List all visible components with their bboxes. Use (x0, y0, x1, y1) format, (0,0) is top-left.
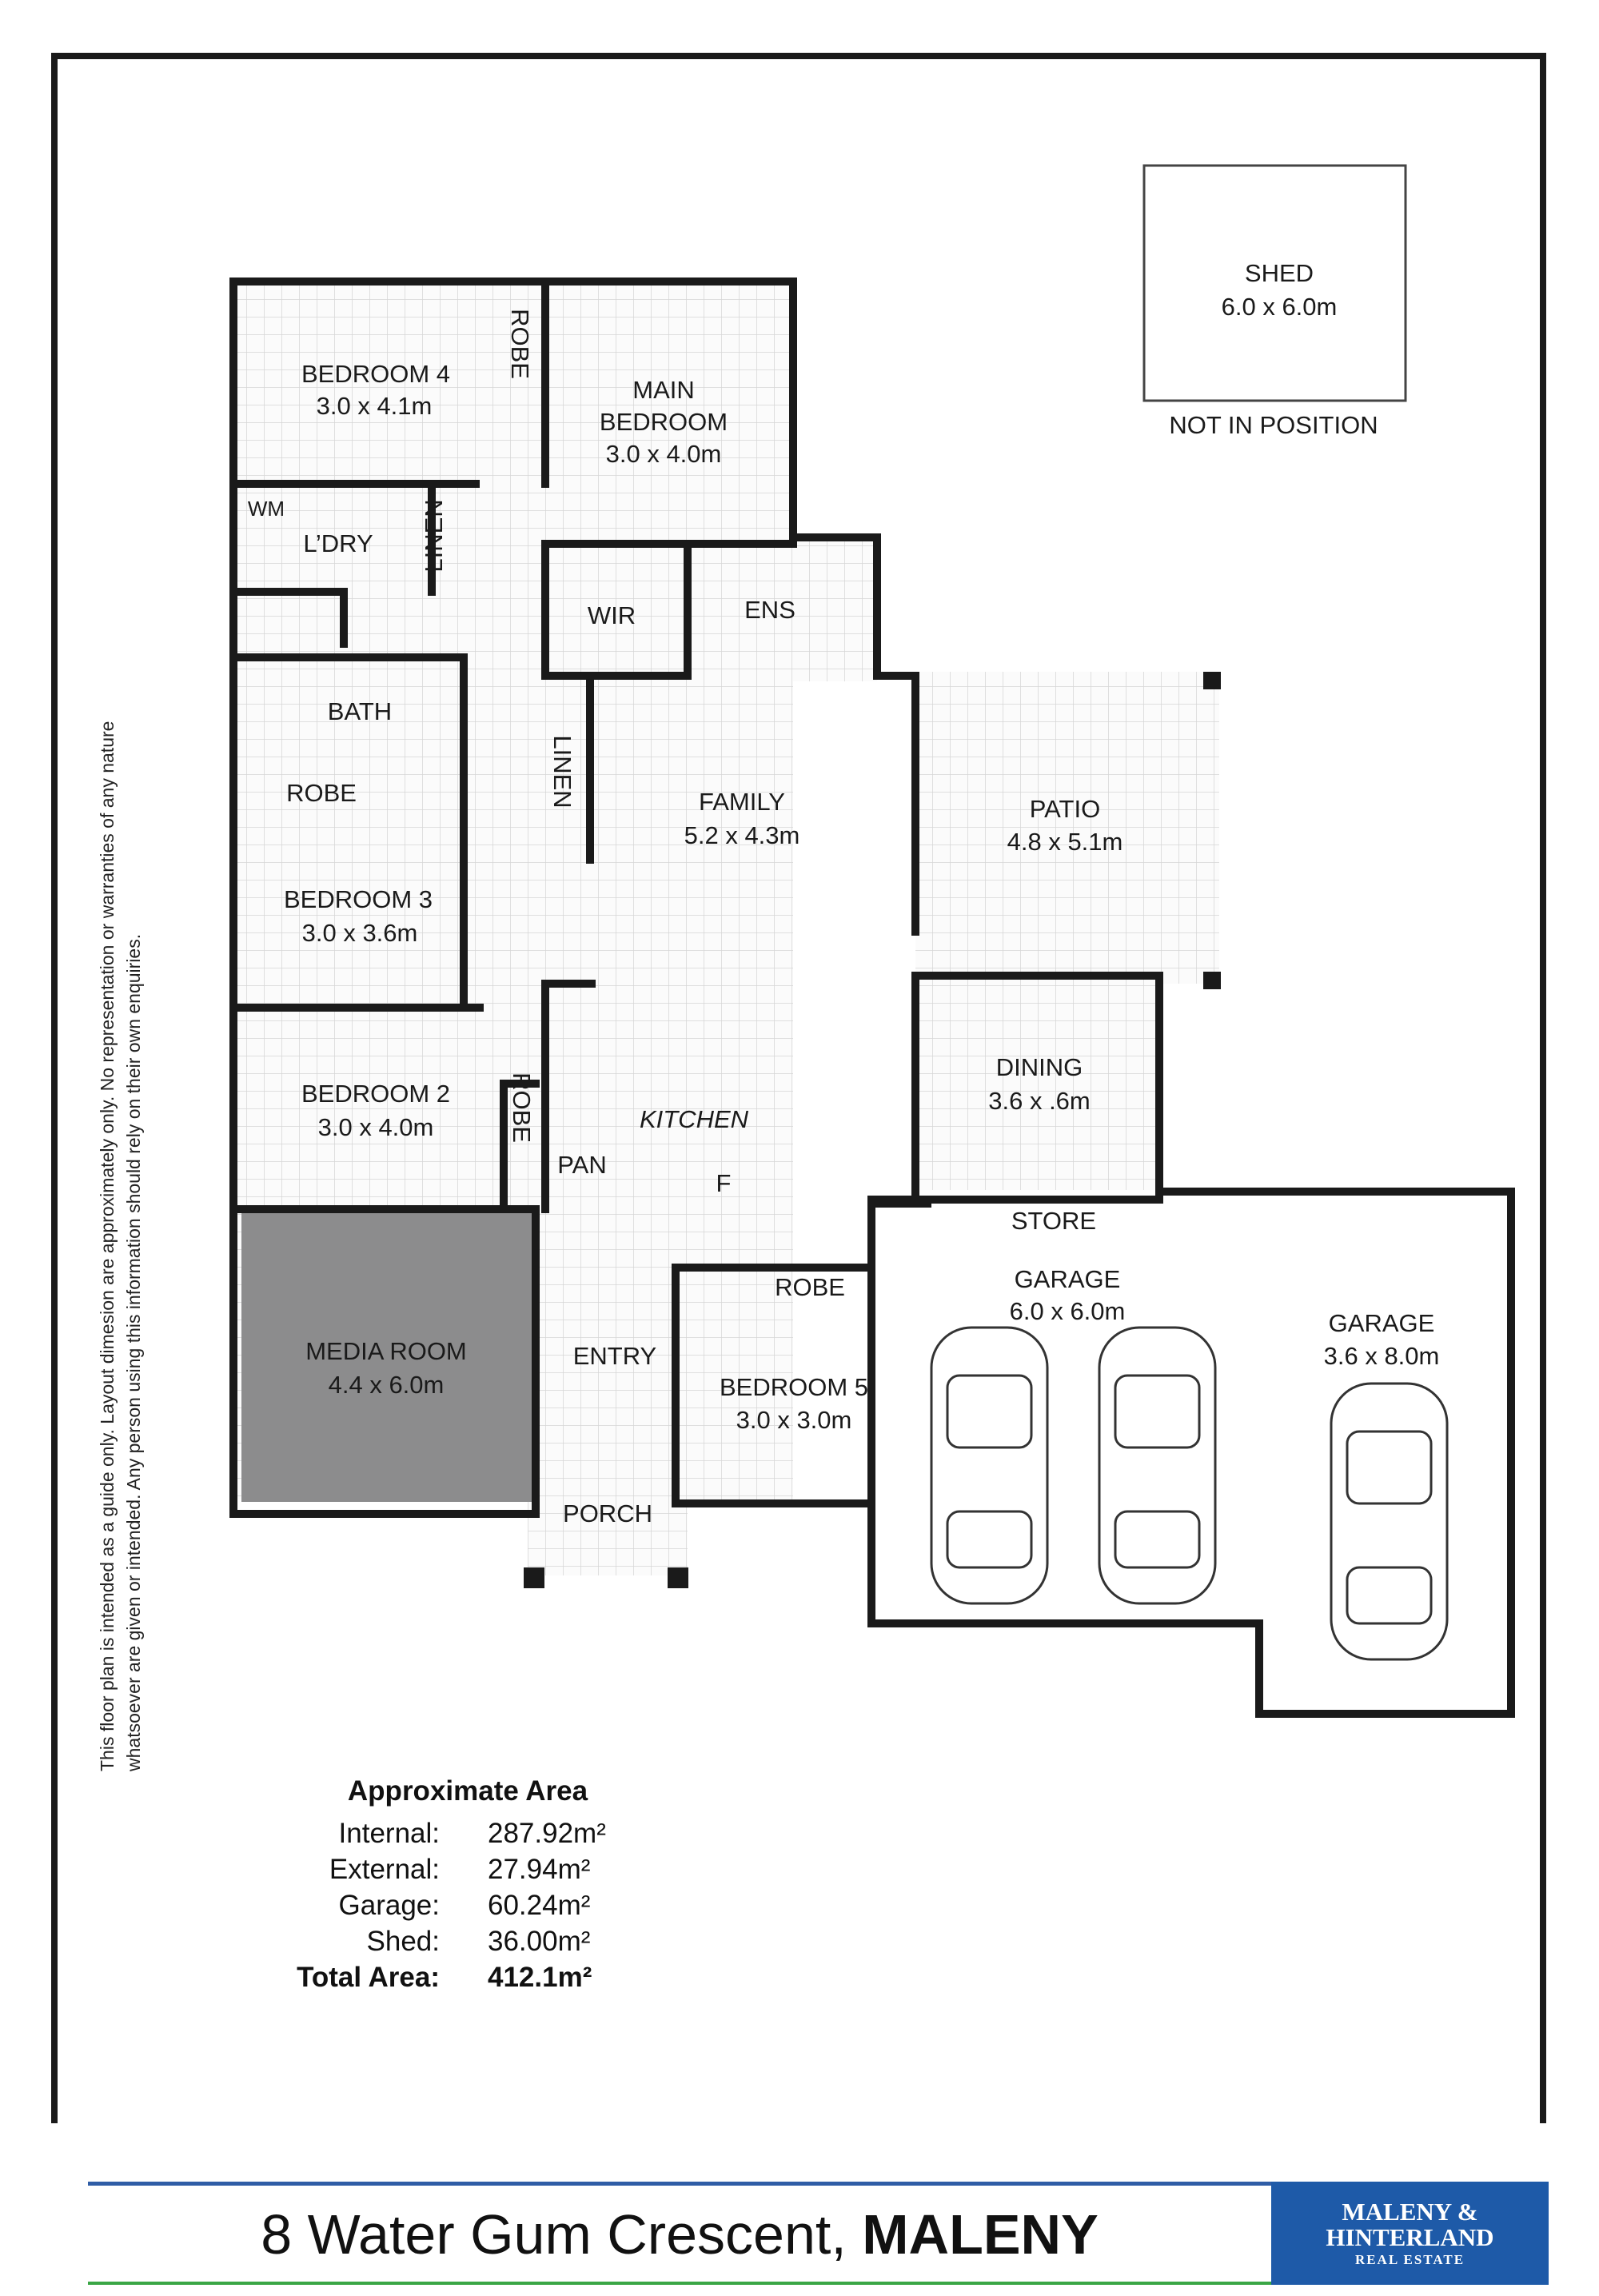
total-label: Total Area: (297, 1961, 440, 1993)
linen-left: LINEN (420, 499, 448, 572)
wir-name: WIR (588, 601, 636, 629)
linen-center: LINEN (548, 735, 576, 808)
robe-bed5: ROBE (775, 1273, 845, 1301)
area-value: 287.92m² (488, 1817, 606, 1849)
ens-name: ENS (744, 596, 796, 624)
garage1-size: 6.0 x 6.0m (1010, 1297, 1126, 1325)
area-row-external: External: 27.94m² (272, 1851, 616, 1887)
area-row-shed: Shed: 36.00m² (272, 1923, 616, 1959)
robe-bed2: ROBE (508, 1072, 536, 1143)
area-row-garage: Garage: 60.24m² (272, 1887, 616, 1923)
family-name: FAMILY (699, 788, 785, 816)
porch-posts (524, 672, 1221, 1588)
garage2-name: GARAGE (1329, 1309, 1435, 1337)
logo-line2: HINTERLAND (1326, 2222, 1494, 2251)
area-value: 36.00m² (488, 1925, 591, 1957)
car-icons (930, 1326, 1449, 1661)
address-suburb: MALENY (862, 2203, 1099, 2266)
area-label: Internal: (338, 1817, 440, 1849)
bedroom2-size: 3.0 x 4.0m (318, 1113, 434, 1141)
address-street: 8 Water Gum Crescent, (261, 2203, 847, 2266)
garage2-size: 3.6 x 8.0m (1324, 1342, 1440, 1370)
store-name: STORE (1011, 1207, 1096, 1235)
patio-size: 4.8 x 5.1m (1007, 828, 1123, 856)
garage1-name: GARAGE (1015, 1265, 1121, 1293)
walls (229, 278, 1515, 1718)
bedroom5-size: 3.0 x 3.0m (736, 1406, 852, 1434)
media-room-fill (241, 1209, 536, 1502)
kitchen-name: KITCHEN (640, 1105, 749, 1133)
pantry-name: PAN (557, 1151, 606, 1179)
area-label: External: (329, 1853, 440, 1885)
media-size: 4.4 x 6.0m (329, 1371, 445, 1399)
property-address: 8 Water Gum Crescent, MALENY (88, 2187, 1271, 2282)
shed-note: NOT IN POSITION (1169, 411, 1378, 439)
main-bedroom-name2: BEDROOM (600, 408, 728, 436)
patio-name: PATIO (1030, 795, 1100, 823)
fridge-label: F (716, 1169, 732, 1197)
dining-size: 3.6 x .6m (988, 1087, 1091, 1115)
porch-name: PORCH (563, 1499, 652, 1527)
bedroom3-name: BEDROOM 3 (284, 885, 433, 913)
family-size: 5.2 x 4.3m (684, 821, 800, 849)
shed-outline (1142, 164, 1407, 402)
area-value: 60.24m² (488, 1889, 591, 1921)
area-table: Approximate Area Internal: 287.92m² Exte… (272, 1775, 616, 1995)
entry-name: ENTRY (573, 1342, 657, 1370)
bedroom2-name: BEDROOM 2 (301, 1080, 450, 1108)
footer-divider (88, 2182, 1271, 2186)
area-label: Garage: (338, 1889, 440, 1921)
area-row-total: Total Area: 412.1m² (272, 1959, 616, 1995)
bedroom3-size: 3.0 x 3.6m (302, 919, 418, 947)
laundry-name: L’DRY (303, 529, 373, 557)
media-name: MEDIA ROOM (305, 1337, 467, 1365)
area-row-internal: Internal: 287.92m² (272, 1815, 616, 1851)
total-value: 412.1m² (488, 1961, 592, 1993)
logo-line3: REAL ESTATE (1354, 2251, 1465, 2267)
bedroom4-size: 3.0 x 4.1m (317, 392, 433, 420)
shed-name: SHED (1245, 259, 1314, 287)
agency-logo: MALENY & HINTERLAND REAL ESTATE (1271, 2182, 1549, 2285)
disclaimer-line1: This floor plan is intended as a guide o… (97, 721, 118, 1771)
main-bedroom-size: 3.0 x 4.0m (606, 440, 722, 468)
wm-label: WM (248, 497, 285, 521)
robe-top: ROBE (506, 309, 534, 379)
area-value: 27.94m² (488, 1853, 591, 1885)
robe-bath: ROBE (286, 779, 357, 807)
area-title: Approximate Area (347, 1775, 588, 1807)
bedroom4-name: BEDROOM 4 (301, 360, 450, 388)
disclaimer-line2: whatsoever are given or intended. Any pe… (123, 933, 144, 1771)
page-frame (51, 53, 1546, 2123)
room-labels: BEDROOM 4 3.0 x 4.1m MAIN BEDROOM 3.0 x … (248, 259, 1439, 1527)
bath-name: BATH (328, 697, 392, 725)
area-label: Shed: (366, 1925, 440, 1957)
main-bedroom-name1: MAIN (632, 376, 695, 404)
disclaimer: This floor plan is intended as a guide o… (94, 532, 147, 1771)
shed-size: 6.0 x 6.0m (1222, 293, 1338, 321)
dining-name: DINING (996, 1053, 1083, 1081)
footer-accent-line (88, 2282, 1271, 2285)
bedroom5-name: BEDROOM 5 (720, 1373, 868, 1401)
logo-line1: MALENY & (1342, 2197, 1478, 2226)
